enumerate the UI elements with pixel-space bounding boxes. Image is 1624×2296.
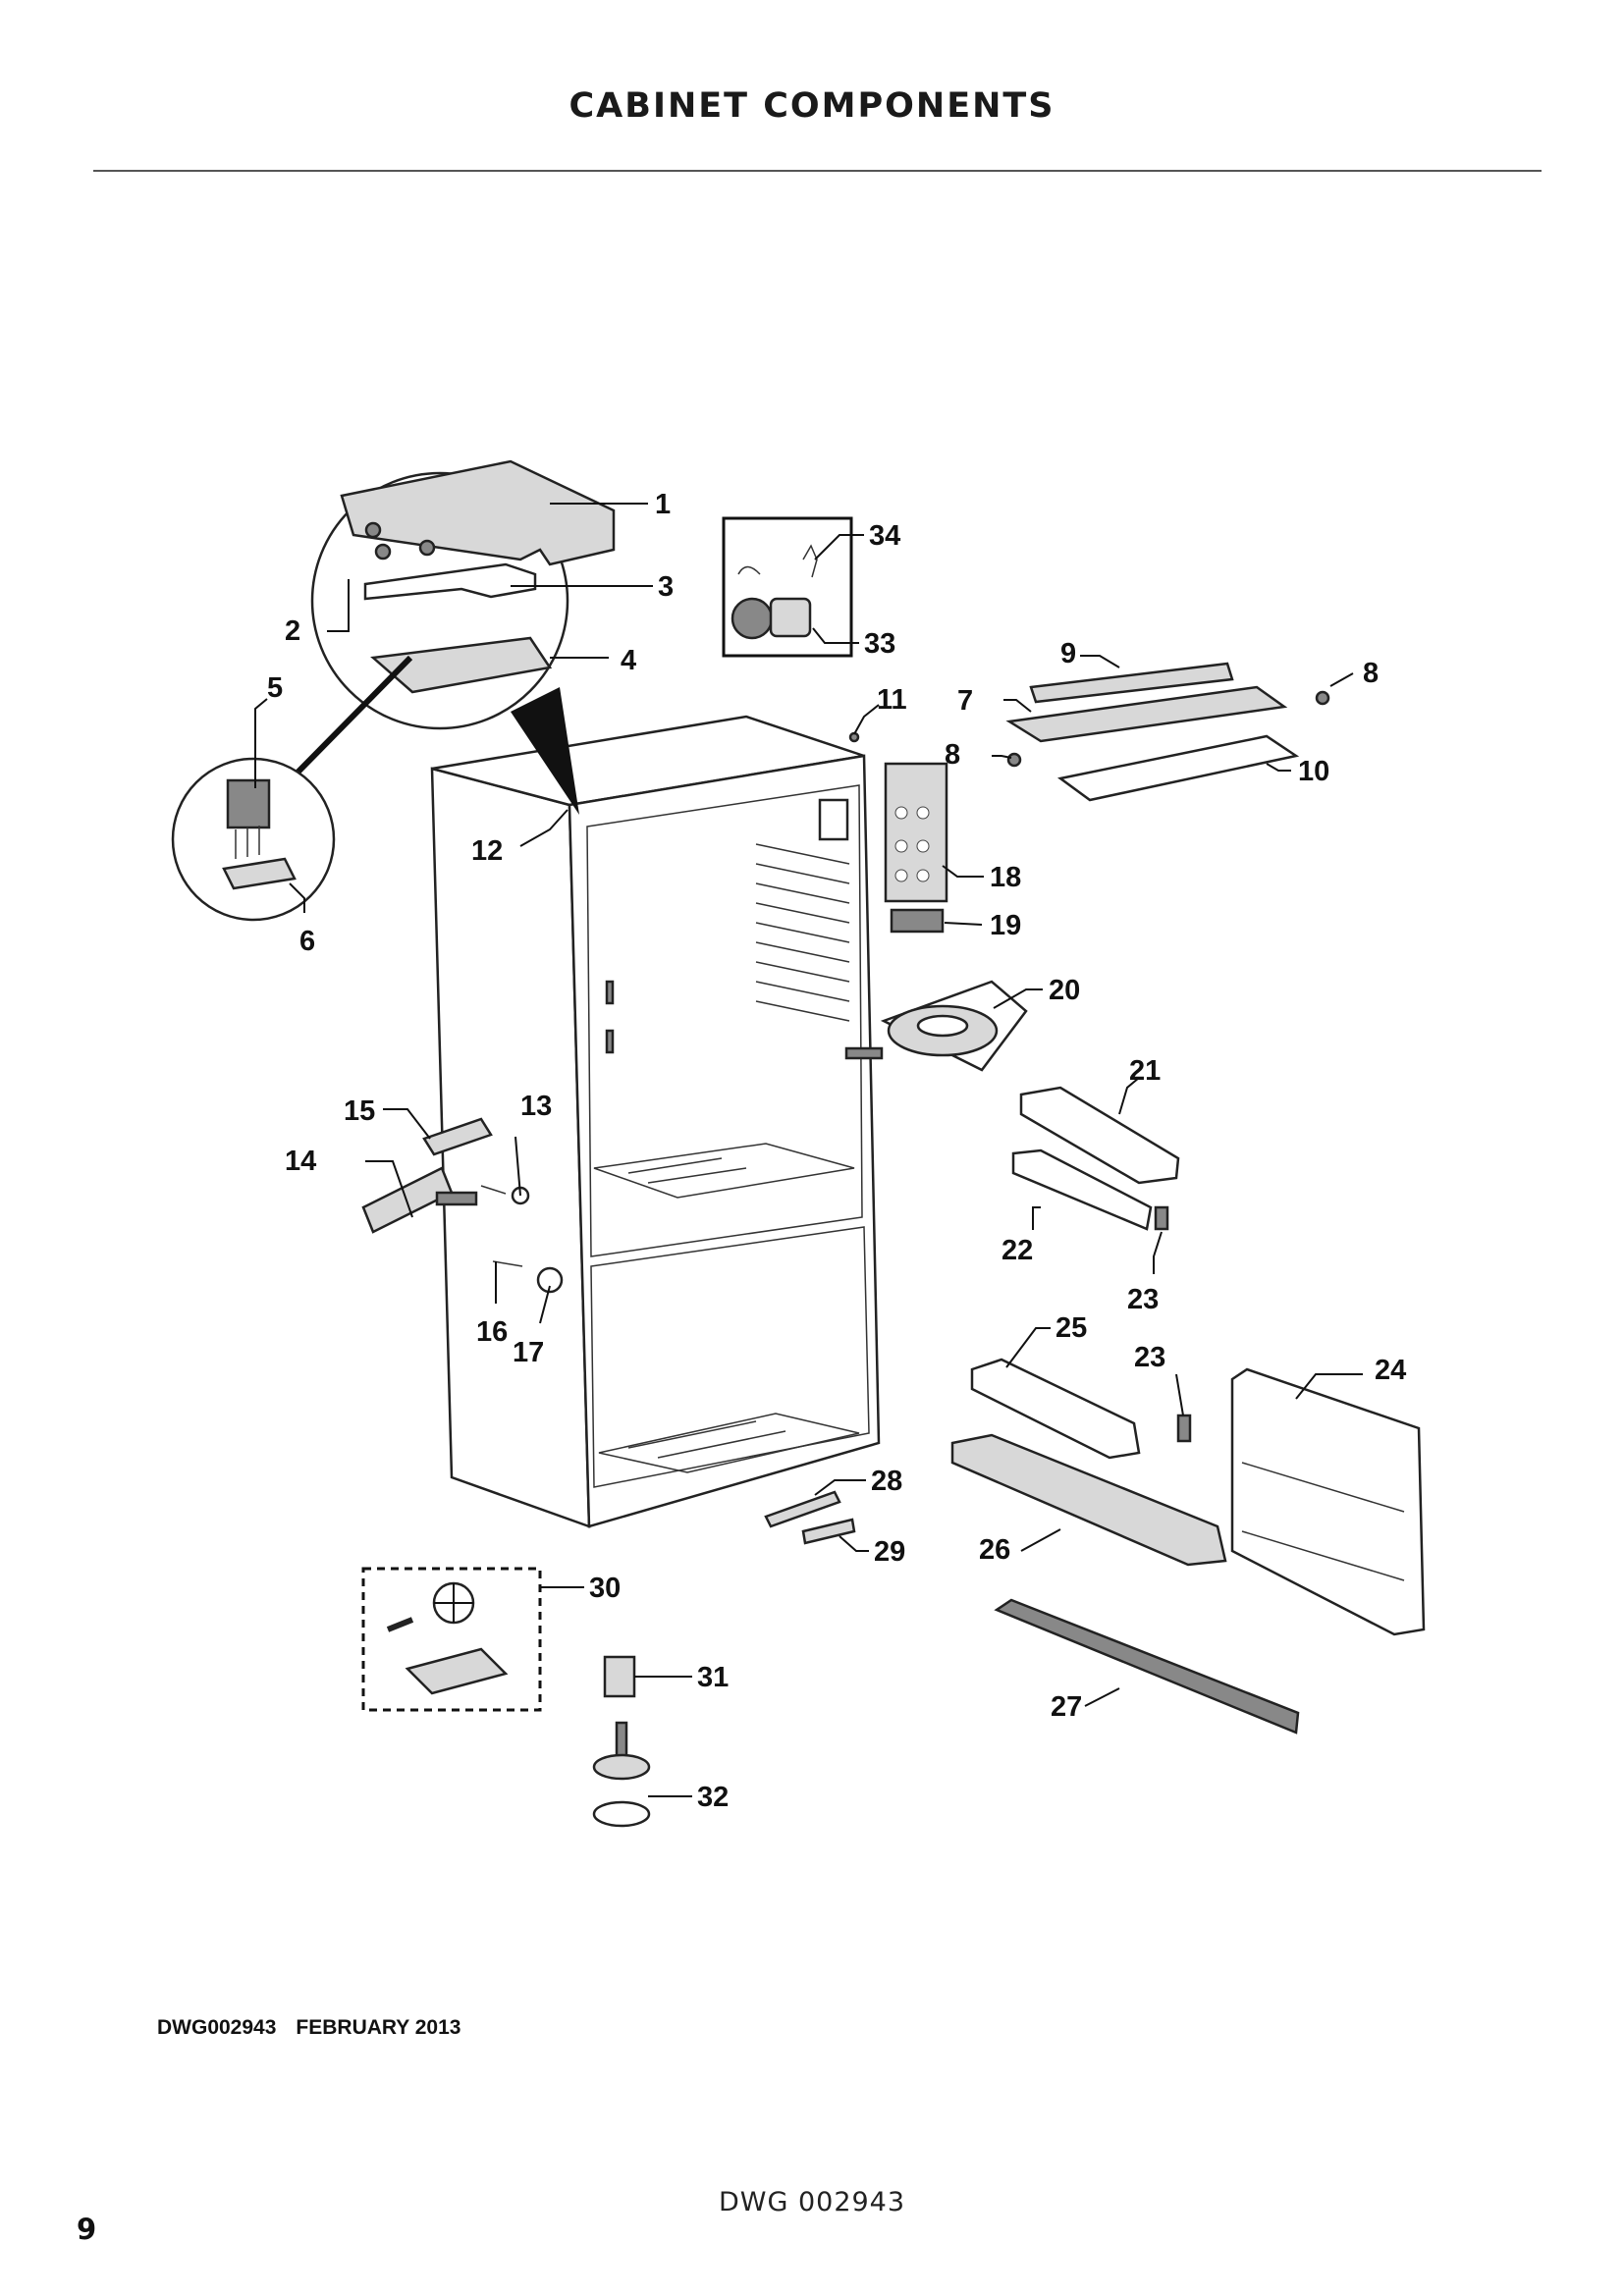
callout-23b: 23 — [1134, 1342, 1165, 1373]
callout-4: 4 — [621, 645, 636, 676]
callout-32: 32 — [697, 1782, 729, 1813]
callout-30: 30 — [589, 1573, 621, 1604]
callout-7: 7 — [957, 685, 973, 717]
callout-16: 16 — [476, 1316, 508, 1348]
callout-13: 13 — [520, 1091, 552, 1122]
callout-28: 28 — [871, 1466, 902, 1497]
fan-assembly — [844, 980, 1028, 1072]
callout-18: 18 — [990, 862, 1021, 893]
leader-lines — [254, 503, 1363, 1797]
freezer-slides — [950, 1358, 1300, 1735]
callout-24: 24 — [1375, 1355, 1406, 1386]
callout-8b: 8 — [1363, 658, 1379, 689]
footer-drawing-code: DWG 002943 — [718, 2187, 906, 2217]
callout-5: 5 — [267, 672, 283, 704]
refrigerator-cabinet — [430, 715, 881, 1528]
callout-20: 20 — [1049, 975, 1080, 1006]
callout-8a: 8 — [945, 739, 960, 771]
drawing-number: DWG002943 — [157, 2016, 277, 2039]
callout-15: 15 — [344, 1095, 375, 1127]
callout-29: 29 — [874, 1536, 905, 1568]
leveling-foot — [592, 1655, 651, 1828]
crisper-rails — [1011, 1086, 1192, 1443]
callout-numbers: 1 2 3 4 5 6 7 8 8 9 10 11 12 13 14 15 16… — [267, 489, 1406, 1813]
callout-9: 9 — [1060, 638, 1076, 669]
callout-10: 10 — [1298, 756, 1329, 787]
top-hinge-detail — [310, 459, 616, 815]
callout-19: 19 — [990, 910, 1021, 941]
drawing-reference: DWG002943 FEBRUARY 2013 — [157, 2016, 480, 2040]
callout-26: 26 — [979, 1534, 1010, 1566]
callout-22: 22 — [1001, 1235, 1033, 1266]
callout-12: 12 — [471, 835, 503, 867]
hinge-switch-detail — [171, 655, 413, 922]
callout-34: 34 — [869, 520, 900, 552]
page-title: CABINET COMPONENTS — [568, 86, 1056, 126]
callout-3: 3 — [658, 571, 674, 603]
callout-33: 33 — [864, 628, 895, 660]
callout-11: 11 — [877, 684, 907, 716]
trim-parts — [764, 1490, 856, 1545]
drawer-front — [1230, 1367, 1426, 1636]
callout-31: 31 — [697, 1662, 729, 1693]
callout-17: 17 — [513, 1337, 544, 1368]
callout-23a: 23 — [1127, 1284, 1159, 1315]
evaporator-grille — [755, 843, 850, 1022]
callout-1: 1 — [655, 489, 671, 520]
lower-hinge-parts — [361, 1117, 564, 1294]
callout-21: 21 — [1129, 1055, 1161, 1087]
callout-14: 14 — [285, 1146, 316, 1177]
water-fittings-box — [722, 516, 853, 658]
callout-6: 6 — [299, 926, 315, 957]
callout-27: 27 — [1051, 1691, 1082, 1723]
title-divider — [93, 170, 1542, 172]
callout-2: 2 — [285, 615, 300, 647]
page-number: 9 — [77, 2213, 97, 2246]
control-housing-parts — [848, 662, 1330, 802]
drawing-date: FEBRUARY 2013 — [296, 2016, 461, 2039]
callout-25: 25 — [1056, 1312, 1087, 1344]
roller-kit — [361, 1567, 542, 1712]
display-panel — [884, 762, 948, 934]
